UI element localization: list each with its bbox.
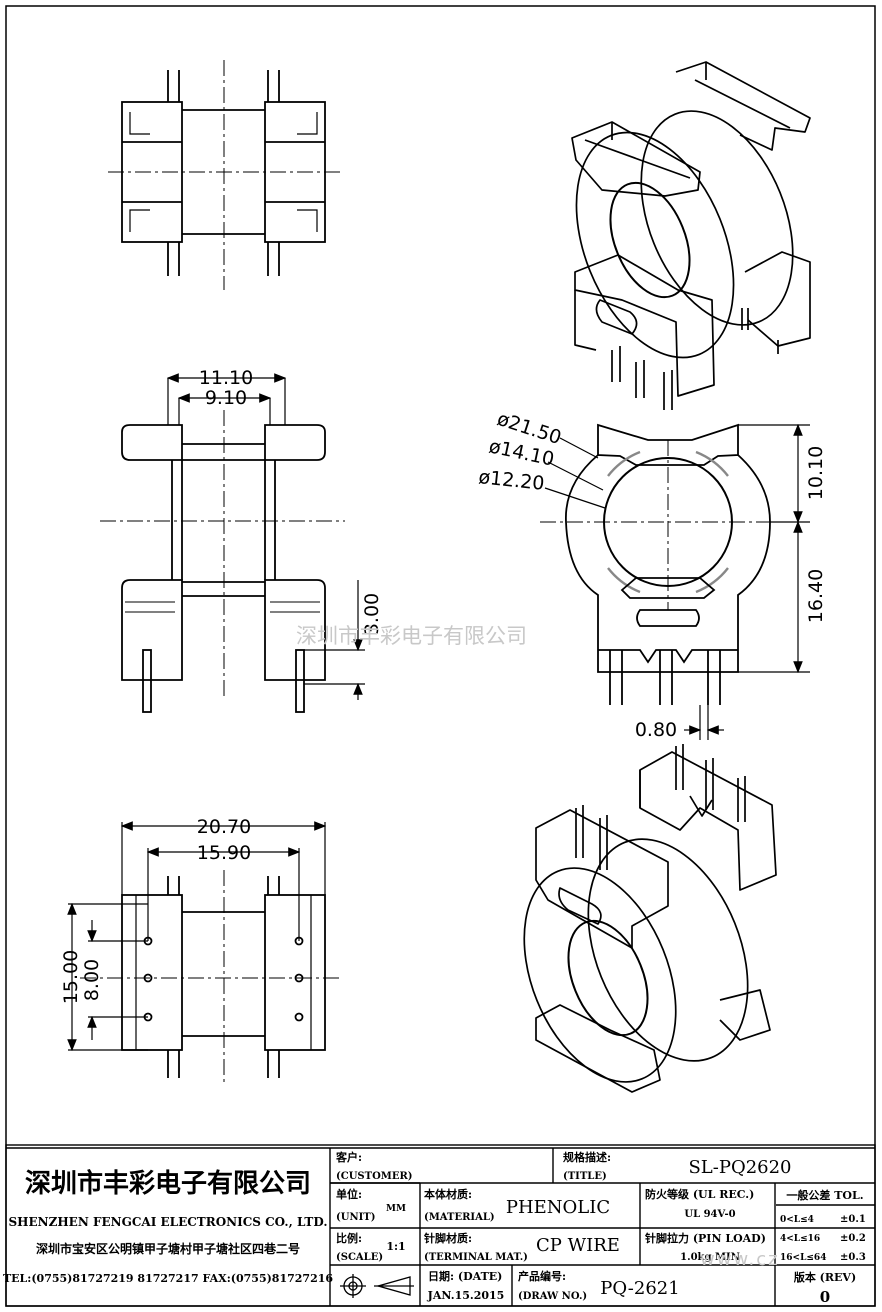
scale-label-en: (SCALE) <box>336 1252 383 1263</box>
dim-bottom-overall: 20.70 <box>197 816 251 838</box>
terminal-value: CP WIRE <box>536 1235 620 1256</box>
tolerance-value-2: ±0.3 <box>840 1252 866 1263</box>
unit-value: MM <box>386 1204 406 1214</box>
dim-side-pin: 3.00 <box>361 593 383 635</box>
material-label-cn: 本体材质: <box>424 1187 472 1201</box>
unit-label-cn: 单位: <box>336 1187 362 1201</box>
company-name-cn: 深圳市丰彩电子有限公司 <box>25 1168 311 1199</box>
pinload-value: 1.0kg MIN <box>680 1252 740 1263</box>
dim-side-overall: 11.10 <box>199 367 253 389</box>
isometric-view-top <box>571 61 811 410</box>
unit-label-en: (UNIT) <box>336 1212 375 1223</box>
material-value: PHENOLIC <box>506 1197 610 1218</box>
title-value: SL-PQ2620 <box>688 1157 791 1178</box>
bottom-view-dims <box>67 821 327 1052</box>
side-view-dims <box>166 373 365 700</box>
dim-bottom-inner: 15.90 <box>197 842 251 864</box>
dim-bottom-pin-inner: 8.00 <box>81 959 103 1001</box>
drawno-label-en: (DRAW NO.) <box>518 1291 587 1302</box>
rev-value: 0 <box>820 1288 830 1306</box>
tolerance-value-1: ±0.2 <box>840 1233 866 1244</box>
side-view <box>100 410 345 713</box>
tolerance-range-1: 4<L≤16 <box>780 1234 820 1244</box>
top-view <box>108 60 340 290</box>
flame-value: UL 94V-0 <box>684 1209 735 1220</box>
tolerance-range-0: 0<L≤4 <box>780 1215 814 1225</box>
company-name-en: SHENZHEN FENGCAI ELECTRONICS CO., LTD. <box>8 1215 327 1229</box>
dim-bottom-pin-outer: 15.00 <box>60 950 82 1004</box>
title-label-en: (TITLE) <box>563 1171 607 1182</box>
dim-dia-inner: ø12.20 <box>477 466 545 495</box>
tolerance-value-0: ±0.1 <box>840 1214 866 1225</box>
dim-side-inner: 9.10 <box>205 387 247 409</box>
dim-front-top-height: 10.10 <box>805 446 827 500</box>
terminal-label-en: (TERMINAL MAT.) <box>424 1252 528 1263</box>
date-value: JAN.15.2015 <box>427 1289 505 1302</box>
date-label: 日期: (DATE) <box>428 1269 502 1283</box>
material-label-en: (MATERIAL) <box>424 1212 495 1223</box>
company-phone: TEL:(0755)81727219 81727217 FAX:(0755)81… <box>3 1272 333 1285</box>
scale-label-cn: 比例: <box>336 1231 362 1245</box>
pinload-label: 针脚拉力 (PIN LOAD) <box>645 1231 766 1245</box>
title-block-grid <box>5 1144 876 1307</box>
title-label-cn: 规格描述: <box>563 1150 611 1164</box>
watermark: 深圳市丰彩电子有限公司 <box>296 624 527 648</box>
front-view-dims <box>544 423 810 740</box>
scale-value: 1:1 <box>386 1240 405 1253</box>
flame-label: 防火等级 (UL REC.) <box>645 1187 754 1201</box>
dim-front-pin-width: 0.80 <box>635 719 677 741</box>
watermark-url: www.cz <box>700 1249 780 1270</box>
front-view <box>540 423 800 705</box>
tolerance-range-2: 16<L≤64 <box>780 1253 826 1263</box>
terminal-label-cn: 针脚材质: <box>424 1231 472 1245</box>
drawno-label-cn: 产品编号: <box>518 1269 566 1283</box>
projection-symbol-icon <box>340 1274 414 1298</box>
rev-label: 版本 (REV) <box>794 1270 856 1284</box>
sheet-border <box>5 5 876 1307</box>
company-address: 深圳市宝安区公明镇甲子塘村甲子塘社区四巷二号 <box>36 1241 300 1256</box>
customer-label-cn: 客户: <box>335 1150 362 1164</box>
dim-front-bottom-height: 16.40 <box>805 569 827 623</box>
customer-label-en: (CUSTOMER) <box>336 1171 413 1182</box>
isometric-view-bottom <box>523 744 777 1093</box>
tolerance-label: 一般公差 TOL. <box>786 1188 863 1202</box>
drawno-value: PQ-2621 <box>600 1278 679 1299</box>
